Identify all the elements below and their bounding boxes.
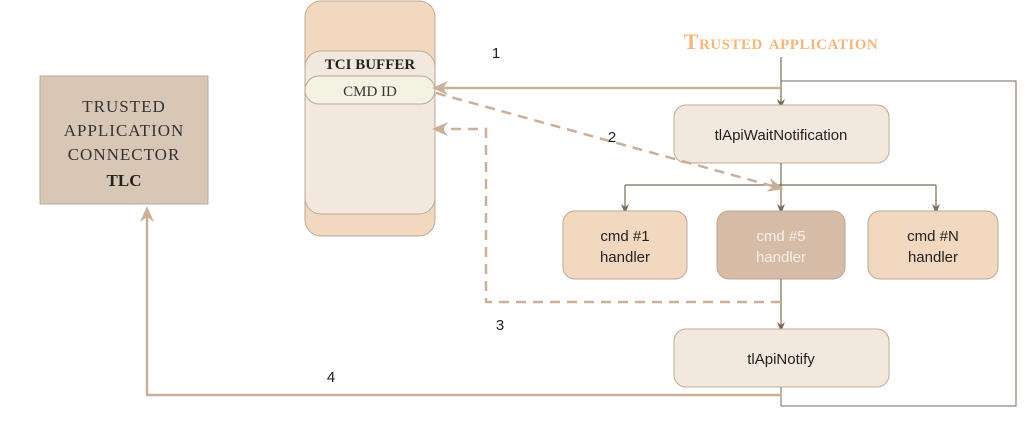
step-4-arrow bbox=[140, 206, 781, 397]
tlc-line-3: CONNECTOR bbox=[68, 145, 181, 164]
api-notify: tlApiNotify bbox=[673, 328, 890, 388]
step-2-label: 2 bbox=[608, 129, 616, 146]
api-wait-notification: tlApiWaitNotification bbox=[673, 104, 890, 164]
handler-cmd-1: cmd #1 handler bbox=[562, 210, 688, 280]
tlc-line-1: TRUSTED bbox=[82, 97, 166, 116]
handler-1-line2: handler bbox=[600, 249, 650, 266]
api-notify-label: tlApiNotify bbox=[747, 351, 815, 368]
step-1-label: 1 bbox=[492, 45, 500, 62]
step-2-arrow bbox=[435, 91, 784, 192]
step-3-arrow bbox=[432, 122, 781, 304]
handler-n-line1: cmd #N bbox=[907, 228, 959, 245]
step-3-label: 3 bbox=[496, 317, 504, 334]
handler-n-line2: handler bbox=[908, 249, 958, 266]
handler-5-line2: handler bbox=[756, 249, 806, 266]
handler-5-line1: cmd #5 bbox=[756, 228, 805, 245]
api-wait-label: tlApiWaitNotification bbox=[715, 127, 848, 144]
tci-buffer: TCI BUFFER CMD ID bbox=[304, 0, 436, 237]
step-4-label: 4 bbox=[327, 369, 335, 386]
handler-cmd-5: cmd #5 handler bbox=[716, 210, 846, 280]
tlc-box: TRUSTED APPLICATION CONNECTOR TLC bbox=[39, 75, 209, 205]
tlc-line-2: APPLICATION bbox=[64, 121, 185, 140]
handler-1-line1: cmd #1 bbox=[600, 228, 649, 245]
cmd-id-label: CMD ID bbox=[343, 84, 397, 100]
handler-cmd-n: cmd #N handler bbox=[867, 210, 999, 280]
tci-buffer-header: TCI BUFFER bbox=[325, 57, 416, 73]
tlc-acronym: TLC bbox=[107, 171, 142, 190]
diagram-title: Trusted application bbox=[684, 29, 878, 54]
